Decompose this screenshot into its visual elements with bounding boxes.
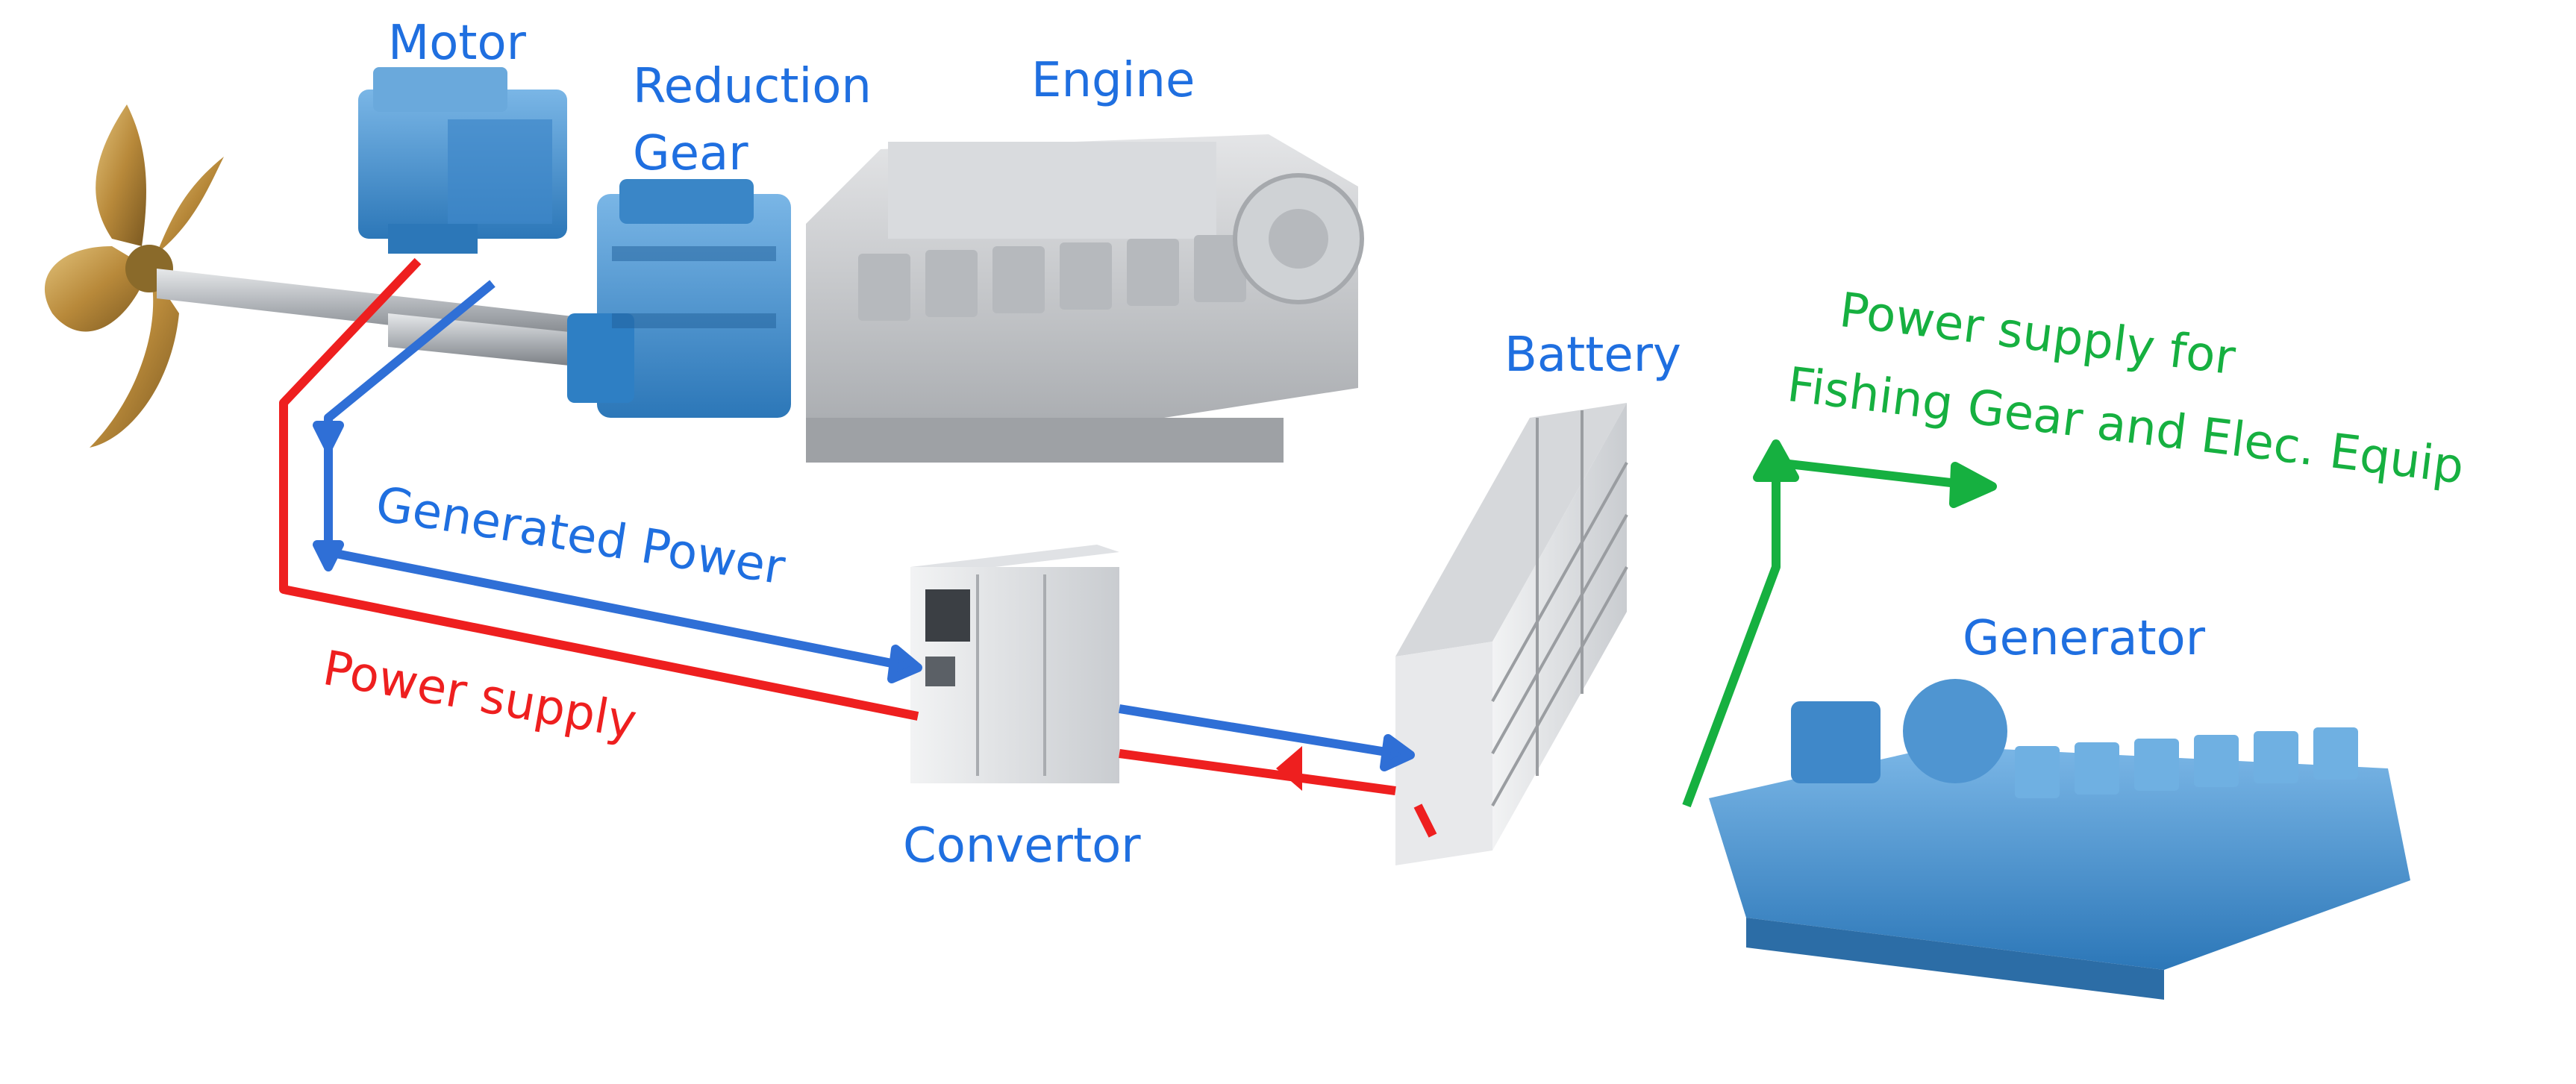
- propeller: [44, 104, 224, 448]
- convertor-label: Convertor: [903, 818, 1141, 874]
- battery: [1395, 403, 1628, 865]
- generator: [1709, 679, 2410, 1000]
- reduction-gear: [567, 179, 791, 418]
- battery-label: Battery: [1504, 328, 1681, 383]
- engine-label: Engine: [1031, 53, 1195, 108]
- power-supply-line: [279, 257, 1437, 838]
- reduction-gear-label-line2: Gear: [633, 126, 748, 181]
- fishing-supply-line: [1682, 439, 1997, 808]
- motor: [358, 67, 567, 254]
- generated-power-line: [313, 280, 1415, 771]
- convertor: [910, 545, 1119, 783]
- motor-label: Motor: [388, 16, 526, 71]
- reduction-gear-label-line1: Reduction: [633, 59, 872, 114]
- generator-label: Generator: [1963, 611, 2205, 666]
- engine: [806, 134, 1364, 463]
